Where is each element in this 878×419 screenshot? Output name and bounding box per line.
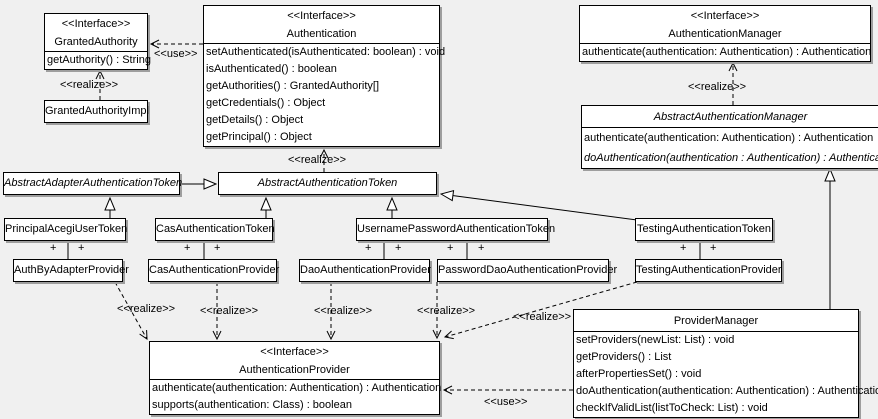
class-dao-authentication-provider: DaoAuthenticationProvider [299, 259, 431, 282]
realize-label: <<realize>> [513, 311, 572, 323]
method: setProviders(newList: List) : void [576, 334, 735, 346]
class-cas-authentication-token: CasAuthenticationToken [155, 218, 275, 241]
class-name: TestingAuthenticationProvider [636, 264, 782, 276]
class-abstract-authentication-token: AbstractAuthenticationToken [218, 172, 437, 195]
realize-label: <<realize>> [117, 303, 176, 315]
class-name: ProviderManager [673, 315, 759, 327]
class-auth-by-adapter-provider: AuthByAdapterProvider [13, 259, 129, 282]
stereotype-label: <<Interface>> [690, 10, 760, 22]
method: doAuthentication(authentication : Authen… [584, 152, 878, 164]
class-granted-authority-impl: GrantedAuthorityImpl [44, 100, 149, 123]
class-header: AbstractAuthenticationManager [582, 106, 878, 127]
class-header: <<Interface>> AuthenticationProvider [150, 342, 439, 379]
use-label: <<use>> [484, 396, 528, 408]
method: doAuthentication(authentication: Authent… [576, 385, 878, 397]
realize-label: <<realize>> [417, 305, 476, 317]
class-name: AbstractAuthenticationManager [653, 111, 808, 123]
method: authenticate(authentication: Authenticat… [584, 132, 874, 144]
class-name: UsernamePasswordAuthenticationToken [357, 223, 556, 235]
class-name: CasAuthenticationProvider [149, 264, 280, 276]
class-abstract-authentication-manager: AbstractAuthenticationManager authentica… [581, 105, 878, 169]
class-name: PrincipalAcegiUserToken [5, 223, 128, 235]
association-end-label: + [710, 242, 717, 254]
realize-testingprovider [443, 281, 638, 340]
class-testing-authentication-token: TestingAuthenticationToken [635, 218, 773, 241]
class-name: AuthenticationManager [668, 28, 782, 40]
realize-label: <<realize>> [60, 79, 119, 91]
class-name: AbstractAdapterAuthenticationToken [4, 177, 183, 189]
class-name: DaoAuthenticationProvider [300, 264, 431, 276]
method: setAuthenticated(isAuthenticated: boolea… [206, 46, 446, 58]
class-header: <<Interface>> AuthenticationManager [580, 6, 870, 43]
method: isAuthenticated() : boolean [206, 63, 337, 75]
class-name: GrantedAuthorityImpl [45, 105, 149, 117]
class-authentication-provider: <<Interface>> AuthenticationProvider aut… [149, 341, 442, 415]
association-end-label: + [78, 242, 85, 254]
realize-label: <<realize>> [288, 154, 347, 166]
class-name: AuthByAdapterProvider [14, 264, 129, 276]
class-password-dao-authentication-provider: PasswordDaoAuthenticationProvider [437, 259, 618, 282]
association-end-label: + [365, 242, 372, 254]
realize-label: <<realize>> [314, 305, 373, 317]
method: getProviders() : List [576, 351, 672, 363]
stereotype-label: <<Interface>> [61, 18, 131, 30]
class-name: AbstractAuthenticationToken [257, 177, 398, 189]
class-name: AuthenticationProvider [239, 364, 350, 376]
class-header: ProviderManager [574, 310, 858, 331]
class-abstract-adapter-authentication-token: AbstractAdapterAuthenticationToken [3, 172, 183, 195]
stereotype-label: <<Interface>> [287, 10, 356, 22]
class-provider-manager: ProviderManager setProviders(newList: Li… [573, 309, 878, 418]
method: getCredentials() : Object [206, 97, 326, 109]
association-end-label: + [478, 242, 485, 254]
realize-authbyadapterprovider [114, 281, 148, 340]
class-header: <<Interface>> GrantedAuthority [45, 14, 147, 51]
use-label: <<use>> [154, 48, 198, 60]
method: checkIfValidList(listToCheck: List) : vo… [576, 402, 768, 414]
method: getDetails() : Object [206, 114, 304, 126]
method: supports(authentication: Class) : boolea… [152, 399, 352, 411]
class-name: CasAuthenticationToken [156, 223, 275, 235]
class-name: TestingAuthenticationToken [637, 223, 771, 235]
class-name: Authentication [286, 28, 357, 40]
class-name: GrantedAuthority [54, 36, 138, 48]
class-cas-authentication-provider: CasAuthenticationProvider [148, 259, 280, 282]
class-header: <<Interface>> Authentication [204, 6, 439, 43]
association-end-label: + [395, 242, 402, 254]
method: getAuthority() : String [47, 54, 151, 66]
class-name: PasswordDaoAuthenticationProvider [438, 264, 618, 276]
association-end-label: + [184, 242, 191, 254]
method: getPrincipal() : Object [206, 131, 312, 143]
realize-label: <<realize>> [688, 81, 747, 93]
stereotype-label: <<Interface>> [260, 346, 329, 358]
association-end-label: + [50, 242, 57, 254]
realize-label: <<realize>> [200, 305, 259, 317]
class-authentication: <<Interface>> Authentication setAuthenti… [203, 5, 446, 147]
method: afterPropertiesSet() : void [576, 368, 702, 380]
method: getAuthorities() : GrantedAuthority[] [206, 80, 380, 92]
method: authenticate(authentication: Authenticat… [152, 382, 442, 394]
class-username-password-authentication-token: UsernamePasswordAuthenticationToken [356, 218, 556, 241]
class-principal-acegi-user-token: PrincipalAcegiUserToken [4, 218, 128, 241]
class-testing-authentication-provider: TestingAuthenticationProvider [635, 259, 782, 282]
method: authenticate(authentication: Authenticat… [582, 46, 872, 58]
class-granted-authority: <<Interface>> GrantedAuthority getAuthor… [44, 13, 151, 70]
association-end-label: + [447, 242, 454, 254]
association-end-label: + [214, 242, 221, 254]
class-authentication-manager: <<Interface>> AuthenticationManager auth… [579, 5, 871, 62]
association-end-label: + [680, 242, 687, 254]
gen-testingtoken-to-abstracttoken [441, 194, 638, 221]
